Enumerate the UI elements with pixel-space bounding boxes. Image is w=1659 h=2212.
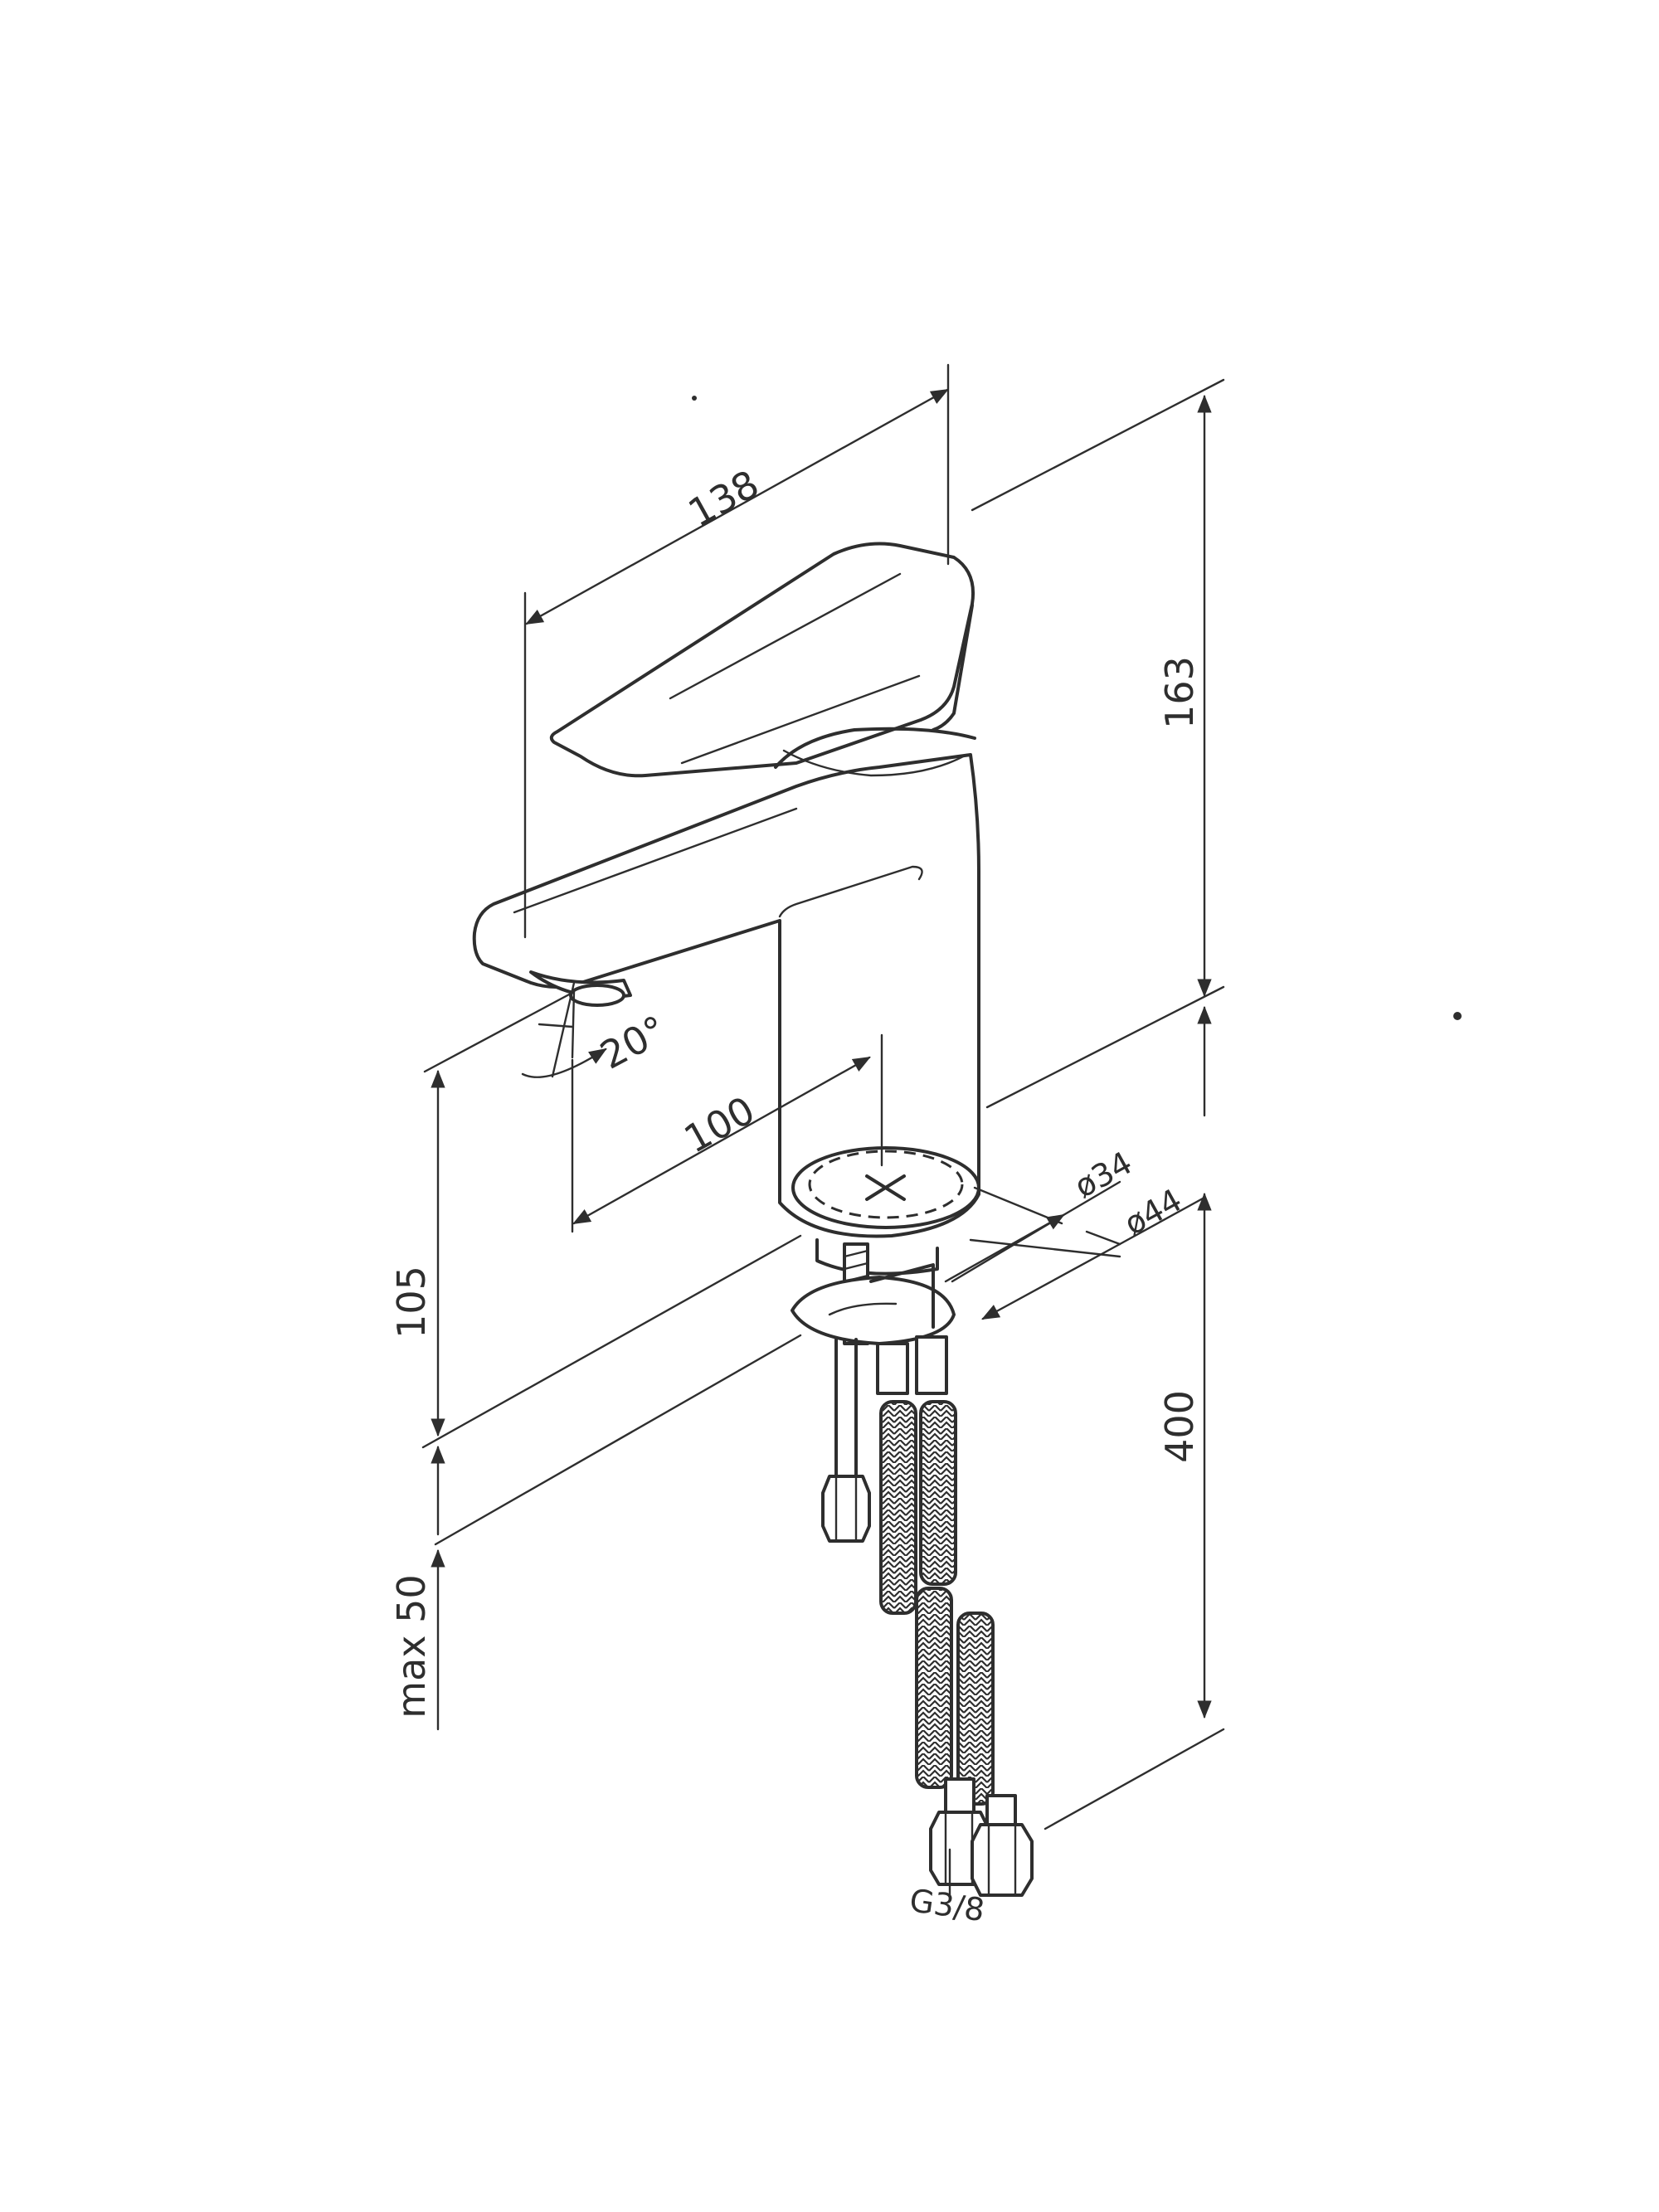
dim-105: 105 [389, 1266, 434, 1339]
flexible-hoses [876, 1335, 1034, 1897]
dim-138: 138 [681, 461, 766, 536]
hose-1-upper [879, 1400, 917, 1615]
lever-handle [549, 542, 975, 778]
hose-1-lower [915, 1587, 953, 1789]
hose-2-upper [919, 1400, 957, 1586]
washer [791, 1276, 956, 1345]
dimension-lines [421, 363, 1225, 1901]
g38-nut-2 [971, 1823, 1034, 1897]
dim-max50: max 50 [389, 1574, 434, 1718]
spout [472, 753, 980, 1238]
dim-163: 163 [1157, 656, 1202, 729]
dim-d34: ø34 [1068, 1145, 1138, 1205]
dim-20deg: 20° [593, 1007, 674, 1078]
dot-mark [1453, 1012, 1462, 1020]
dim-400: 400 [1157, 1390, 1202, 1463]
mounting-kit [791, 1238, 956, 1543]
dot-mark [692, 396, 697, 401]
compression-nut [821, 1475, 871, 1543]
dim-100: 100 [677, 1087, 762, 1162]
thread-g38: G3/8 [907, 1882, 987, 1928]
hose-2-lower [956, 1612, 995, 1806]
dim-d44: ø44 [1118, 1182, 1188, 1242]
